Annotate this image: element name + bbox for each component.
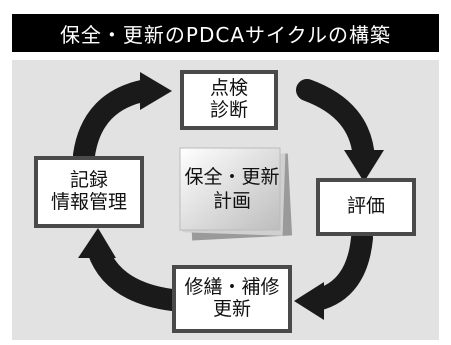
- arrow-evaluate-to-repair: [294, 227, 373, 320]
- repair-update-line1: 修繕・補修: [184, 276, 280, 299]
- center-plan-line1: 保全・更新: [184, 166, 280, 188]
- record-info-box: 記録 情報管理: [34, 156, 144, 228]
- center-plan-line2: 計画: [212, 189, 251, 212]
- check-diagnosis-line2: 診断: [209, 99, 248, 121]
- check-diagnosis-box: 点検 診断: [180, 70, 278, 130]
- record-info-line2: 情報管理: [50, 191, 127, 213]
- arrow-record-to-check: [73, 72, 172, 166]
- cycle-panel: 点検 診断 評価 修繕・補修 更新 記録 情報管理 保全・更新 計画: [12, 60, 439, 340]
- evaluation-label: 評価: [346, 195, 385, 218]
- check-diagnosis-line1: 点検: [209, 77, 248, 100]
- diagram-title: 保全・更新のPDCAサイクルの構築: [12, 14, 439, 52]
- repair-update-line2: 更新: [212, 298, 251, 320]
- evaluation-box: 評価: [316, 178, 416, 236]
- arrow-check-to-evaluate: [296, 79, 384, 182]
- record-info-line1: 記録: [69, 169, 108, 192]
- cycle-graphics: [73, 72, 384, 320]
- document-stack-icon: [179, 147, 293, 241]
- repair-update-box: 修繕・補修 更新: [172, 265, 292, 333]
- center-plan-label: 保全・更新 計画: [167, 166, 297, 214]
- arrow-repair-to-record: [78, 228, 183, 311]
